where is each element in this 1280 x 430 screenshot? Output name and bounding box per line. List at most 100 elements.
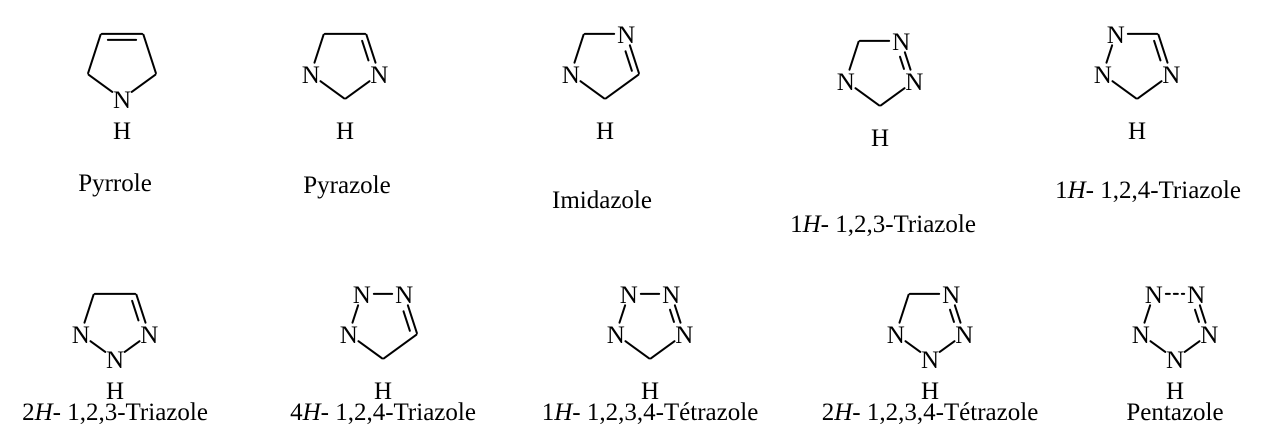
molecule-caption: 4H- 1,2,4-Triazole [290,399,476,426]
atom-label: N [370,62,388,89]
atom-label: N [1166,347,1184,374]
ring-bond [1111,80,1138,100]
double-bond-line [624,50,633,72]
ring-bond [1136,80,1163,100]
ring-bond [1105,44,1114,64]
atom-label: N [140,322,158,349]
molecule-caption: 1H- 1,2,4-Triazole [1055,177,1241,204]
atom-label: N [892,29,910,56]
ring-bond [87,33,102,75]
ring-bond [1198,304,1207,324]
molecule-caption: 2H- 1,2,3,4-Tétrazole [822,399,1039,426]
hydrogen-label: H [106,378,124,405]
hydrogen-label: H [921,378,939,405]
ring-bond [1143,304,1152,324]
ring-bond [624,340,651,360]
atom-label: N [905,69,923,96]
atom-label: N [353,282,371,309]
ring-bond [938,340,956,353]
hydrogen-label: H [1128,118,1146,145]
atom-label: N [1132,322,1150,349]
double-bond-line [669,308,675,323]
atom-label: N [72,322,90,349]
molecule-pyrrole: NH Pyrrole [78,32,157,197]
ring-bond [618,304,627,324]
atom-label: N [1145,282,1163,309]
ring-bond [382,333,418,360]
ring-bond [649,340,676,360]
atom-label: N [113,87,131,114]
hydrogen-label: H [596,118,614,145]
atom-label: N [106,347,124,374]
double-bond-line [361,39,370,62]
atom-label: N [1107,22,1125,49]
ring-bond [898,293,910,324]
atom-label: N [620,282,638,309]
atom-label: N [675,322,693,349]
caption-text: Pyrazole [303,172,390,199]
molecule-imidazole: N N H Imidazole [552,22,652,214]
double-bond-line [1194,308,1200,323]
ring-bond [579,80,606,100]
caption-text: - 1,2,3-Triazole [821,211,976,238]
caption-text: Pyrrole [78,170,152,197]
double-bond-line [402,310,411,332]
atom-label: N [607,322,625,349]
ring-bond [130,73,157,93]
ring-bond [123,340,141,353]
hydrogen-label: H [336,118,354,145]
ring-bond [142,33,157,75]
ring-bond [848,40,860,71]
atom-label: N [921,347,939,374]
hydrogen-label: H [113,118,131,145]
caption-text: - 1,2,3-Triazole [53,399,208,426]
ring-bond [879,87,906,107]
ring-bond [854,87,881,107]
caption-text: Pentazole [1126,399,1223,426]
atom-label: N [395,282,413,309]
molecule-caption: 1H- 1,2,3,4-Tétrazole [542,399,759,426]
atom-label: N [1162,62,1180,89]
ring-bond [904,340,922,353]
ring-bond [673,304,682,324]
atom-label: N [302,62,320,89]
ring-bond [406,304,418,335]
molecule-caption: Pyrazole [303,172,390,199]
atom-label: N [662,282,680,309]
ring-bond [344,80,371,100]
molecule-caption: 1H- 1,2,3-Triazole [790,211,976,238]
ring-bond [351,304,360,324]
caption-text: - 1,2,4-Triazole [1086,177,1241,204]
caption-text: Imidazole [552,187,652,214]
caption-text: - 1,2,3,4-Tétrazole [572,399,758,426]
ring-bond [319,80,346,100]
double-bond-line [899,55,905,70]
ring-bond [87,73,114,93]
ring-bond [1157,33,1169,64]
ring-bond [135,293,147,324]
atom-label: N [942,282,960,309]
atom-label: N [617,22,635,49]
caption-text: - 1,2,4-Triazole [321,399,476,426]
atom-label: N [955,322,973,349]
ring-bond [573,33,585,64]
molecule-caption: Pyrrole [78,170,152,197]
atom-label: N [1187,282,1205,309]
atom-label: N [562,62,580,89]
hydrogen-label: H [641,378,659,405]
ring-bond [604,73,640,100]
ring-bond [903,51,912,71]
ring-bond [357,340,384,360]
caption-text: - 1,2,3,4-Tétrazole [852,399,1038,426]
ring-bond [953,304,962,324]
ring-bond [83,293,95,324]
atom-label: N [887,322,905,349]
double-bond-line [949,308,955,323]
